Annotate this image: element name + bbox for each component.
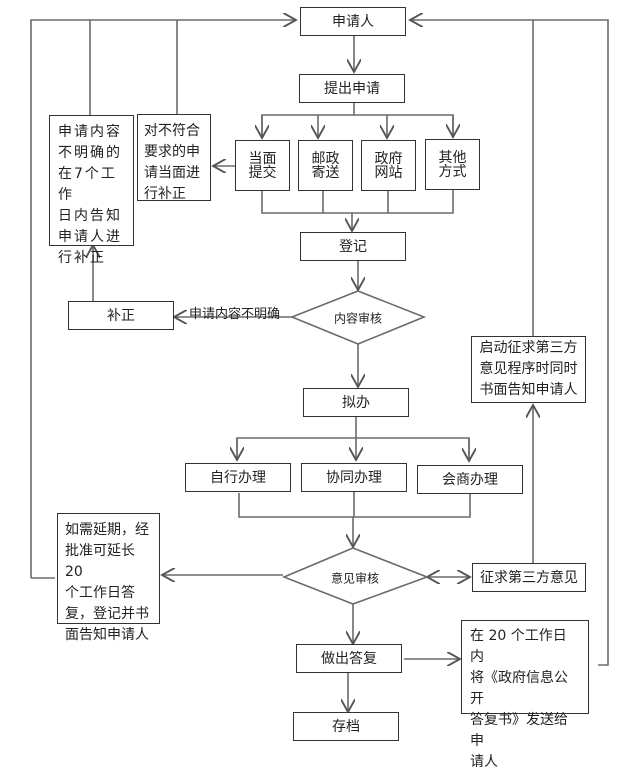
method-inperson-node: 当面 提交 [235,140,290,191]
archive-node: 存档 [293,712,399,741]
onsite-correction-text: 对不符合 要求的申 请当面进 行补正 [144,123,200,202]
method-label: 政府 网站 [374,150,403,181]
third-party-label: 征求第三方意见 [480,569,578,586]
method-other-node: 其他 方式 [425,139,480,190]
handling-label: 会商办理 [442,471,498,488]
handling-label: 协同办理 [326,469,382,486]
draft-node: 拟办 [303,388,409,417]
correction-label: 补正 [107,307,135,324]
third-party-notice-text: 启动征求第三方 意见程序时同时 书面告知申请人 [479,340,578,398]
reply-label: 做出答复 [321,650,377,667]
handling-self-node: 自行办理 [185,463,291,492]
notice-7days-text: 申请内容 不明确的 在7个工作 日内告知 申请人进 行补正 [58,124,122,266]
draft-label: 拟办 [342,394,370,411]
opinion-review-label: 意见审核 [330,571,380,586]
archive-label: 存档 [332,718,360,735]
content-review-label: 内容审核 [333,311,383,326]
reply-note-text: 在 20 个工作日内 将《政府信息公开 答复书》发送给申 请人 [470,628,568,770]
applicant-label: 申请人 [332,13,374,30]
register-node: 登记 [300,232,406,261]
handling-joint-node: 协同办理 [301,463,407,492]
reply-note-node: 在 20 个工作日内 将《政府信息公开 答复书》发送给申 请人 [461,620,589,770]
method-website-node: 政府 网站 [361,140,416,191]
handling-consult-node: 会商办理 [417,465,523,494]
extension-node: 如需延期，经 批准可延长 20 个工作日答 复，登记并书 面告知申请人 [57,513,160,643]
method-label: 其他 方式 [438,149,467,180]
method-mail-node: 邮政 寄送 [298,140,353,191]
handling-label: 自行办理 [210,469,266,486]
opinion-review-diamond [281,547,430,605]
third-party-notice-node: 启动征求第三方 意见程序时同时 书面告知申请人 [471,336,586,403]
notice-7days-node: 申请内容 不明确的 在7个工作 日内告知 申请人进 行补正 [49,115,134,266]
reply-node: 做出答复 [296,644,402,673]
edge-notice-to-applicant [89,20,296,115]
edge-submit-methods [261,114,454,138]
edge-reply-note-to-applicant [533,19,609,666]
method-label: 邮政 寄送 [311,150,340,181]
submit-label: 提出申请 [324,80,380,97]
correction-node: 补正 [68,301,174,330]
edge-left-outer-to-applicant [30,19,90,578]
third-party-node: 征求第三方意见 [472,563,586,592]
content-review-diamond [289,290,427,345]
unclear-edge-label: 申请内容不明确 [189,307,281,322]
connector-lines [30,0,609,752]
onsite-correction-node: 对不符合 要求的申 请当面进 行补正 [137,114,211,202]
extension-text: 如需延期，经 批准可延长 20 个工作日答 复，登记并书 面告知申请人 [65,522,149,643]
register-label: 登记 [339,238,367,255]
submit-node: 提出申请 [299,74,405,103]
applicant-node: 申请人 [300,7,406,36]
method-label: 当面 提交 [248,150,277,181]
